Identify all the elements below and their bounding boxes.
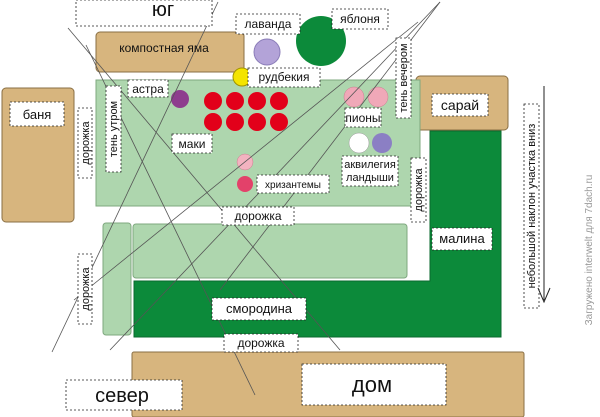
poppies-label: маки [179,137,206,151]
bathhouse-label: баня [23,107,52,122]
raspberry-currant-bed [133,130,502,338]
lily-of-valley-icon [348,132,370,154]
chrysanthemums-label: хризантемы [265,180,321,191]
path-bottom-label: дорожка [237,336,284,350]
poppy-icon [204,113,222,131]
compost-pit-label: компостная яма [119,41,209,55]
path-middle-label: дорожка [234,209,281,223]
apple-tree-label: яблоня [340,12,380,26]
lavender-icon [253,38,281,66]
compost-pit [95,31,245,73]
south-label: юг [152,0,174,21]
currant-label: смородина [226,301,293,316]
peony-icon [343,86,365,108]
poppy-icon [270,113,288,131]
house-label: дом [352,372,392,397]
poppies-group [204,92,288,131]
poppy-icon [270,92,288,110]
watermark-label: Загружено interwelt для 7dach.ru [584,175,595,326]
raspberry-label: малина [439,231,485,246]
path-right-label: дорожка [413,168,425,212]
north-label: север [95,385,149,407]
path-left-top-label: дорожка [80,121,92,165]
shade-evening-label: тень вечером [398,43,410,112]
peonies-label: пионы [345,111,380,125]
rudbeckia-label: рудбекия [258,70,309,84]
bed-middle [132,223,408,279]
label-frames [9,0,540,411]
chrysanthemum-icon [237,176,253,192]
lily-of-valley-label: ландыши [346,172,394,184]
aster-icon [171,90,189,108]
poppy-icon [204,92,222,110]
bed-left-narrow [102,222,132,336]
poppy-icon [226,92,244,110]
slope-arrow [537,86,551,304]
peony-icon [367,86,389,108]
aquilegia-label: аквилегия [344,159,396,171]
shed-label: сарай [441,97,479,113]
lavender-label: лаванда [245,17,292,31]
aquilegia-icon [372,133,392,153]
slope-note-label: небольшой наклон участка вниз [526,124,538,289]
poppy-icon [248,113,266,131]
poppy-icon [248,92,266,110]
path-left-bottom-label: дорожка [80,267,92,311]
shade-morning-label: тень утром [108,101,120,157]
aster-label: астра [132,82,164,96]
poppy-icon [226,113,244,131]
